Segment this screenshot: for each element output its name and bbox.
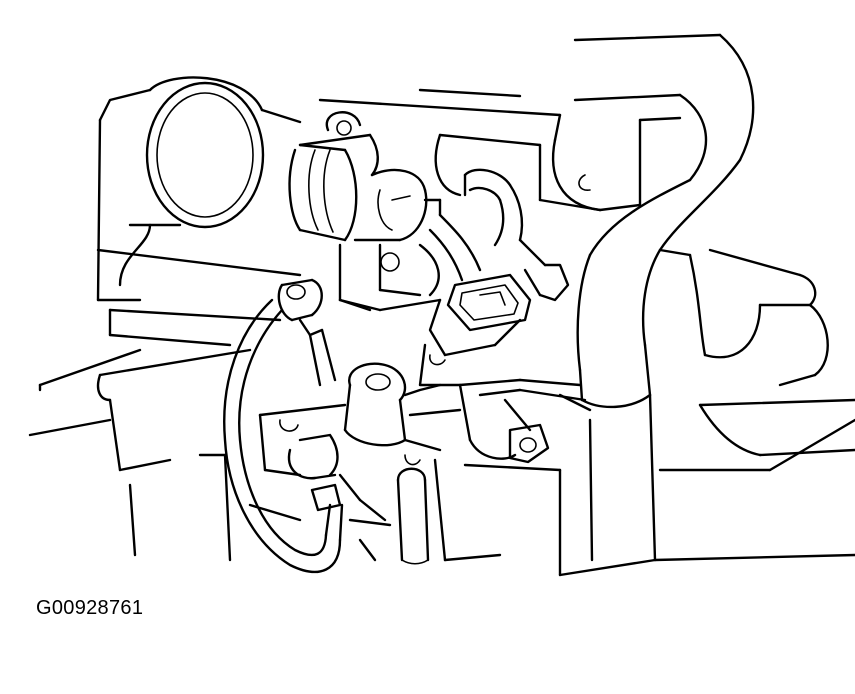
upper-housing	[318, 33, 722, 212]
wiring-connector	[418, 273, 532, 387]
valve-body	[258, 362, 462, 480]
vacuum-hose	[428, 168, 570, 302]
coolant-hose	[576, 33, 762, 562]
small-tube	[396, 454, 430, 565]
temperature-sensor	[223, 278, 344, 574]
intake-flange	[96, 76, 302, 302]
right-casing	[558, 248, 855, 577]
mounting-bracket	[28, 248, 442, 562]
vacuum-switching-valve	[288, 111, 442, 312]
pipe-fitting	[458, 378, 592, 464]
lower-housing	[248, 458, 562, 577]
figure-code-label: G00928761	[36, 597, 144, 619]
